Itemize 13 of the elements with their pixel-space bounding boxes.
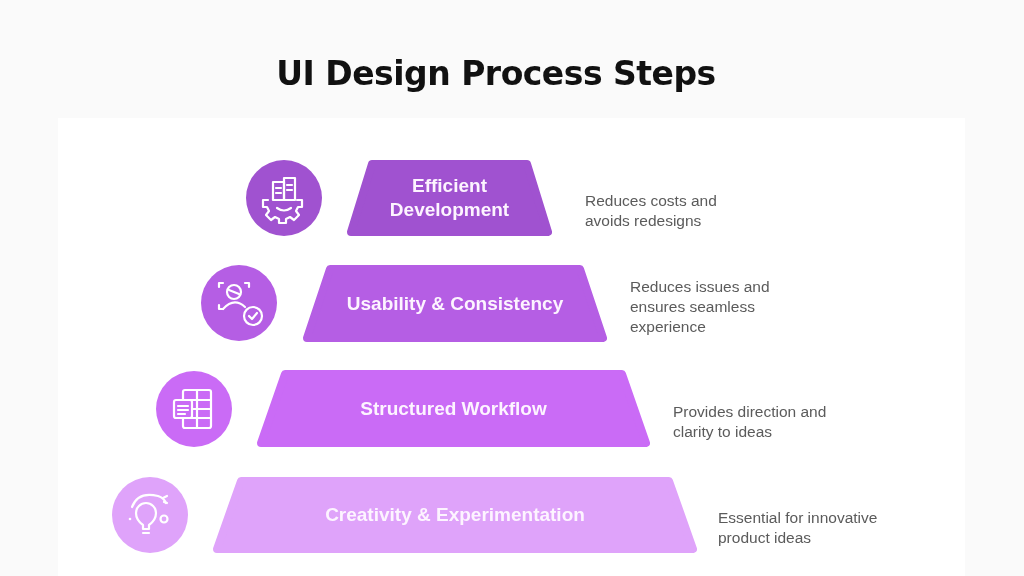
pyramid-tier: [213, 477, 697, 553]
tier-title: Structured Workflow: [360, 396, 547, 421]
pyramid-tier: [347, 160, 552, 236]
pyramid-tier: [257, 370, 650, 447]
tier-description: Provides direction and clarity to ideas: [673, 402, 828, 442]
pyramid-tier: [303, 265, 607, 342]
tier-title: Efficient Development: [388, 174, 511, 222]
tier-description: Reduces costs and avoids redesigns: [585, 191, 718, 231]
diagram-title: UI Design Process Steps: [276, 53, 716, 95]
tier-description: Reduces issues and ensures seamless experience: [630, 277, 771, 337]
tier-description: Essential for innovative product ideas: [718, 508, 879, 548]
tier-title: Usability & Consistency: [346, 291, 564, 316]
tier-title: Creativity & Experimentation: [325, 503, 585, 527]
